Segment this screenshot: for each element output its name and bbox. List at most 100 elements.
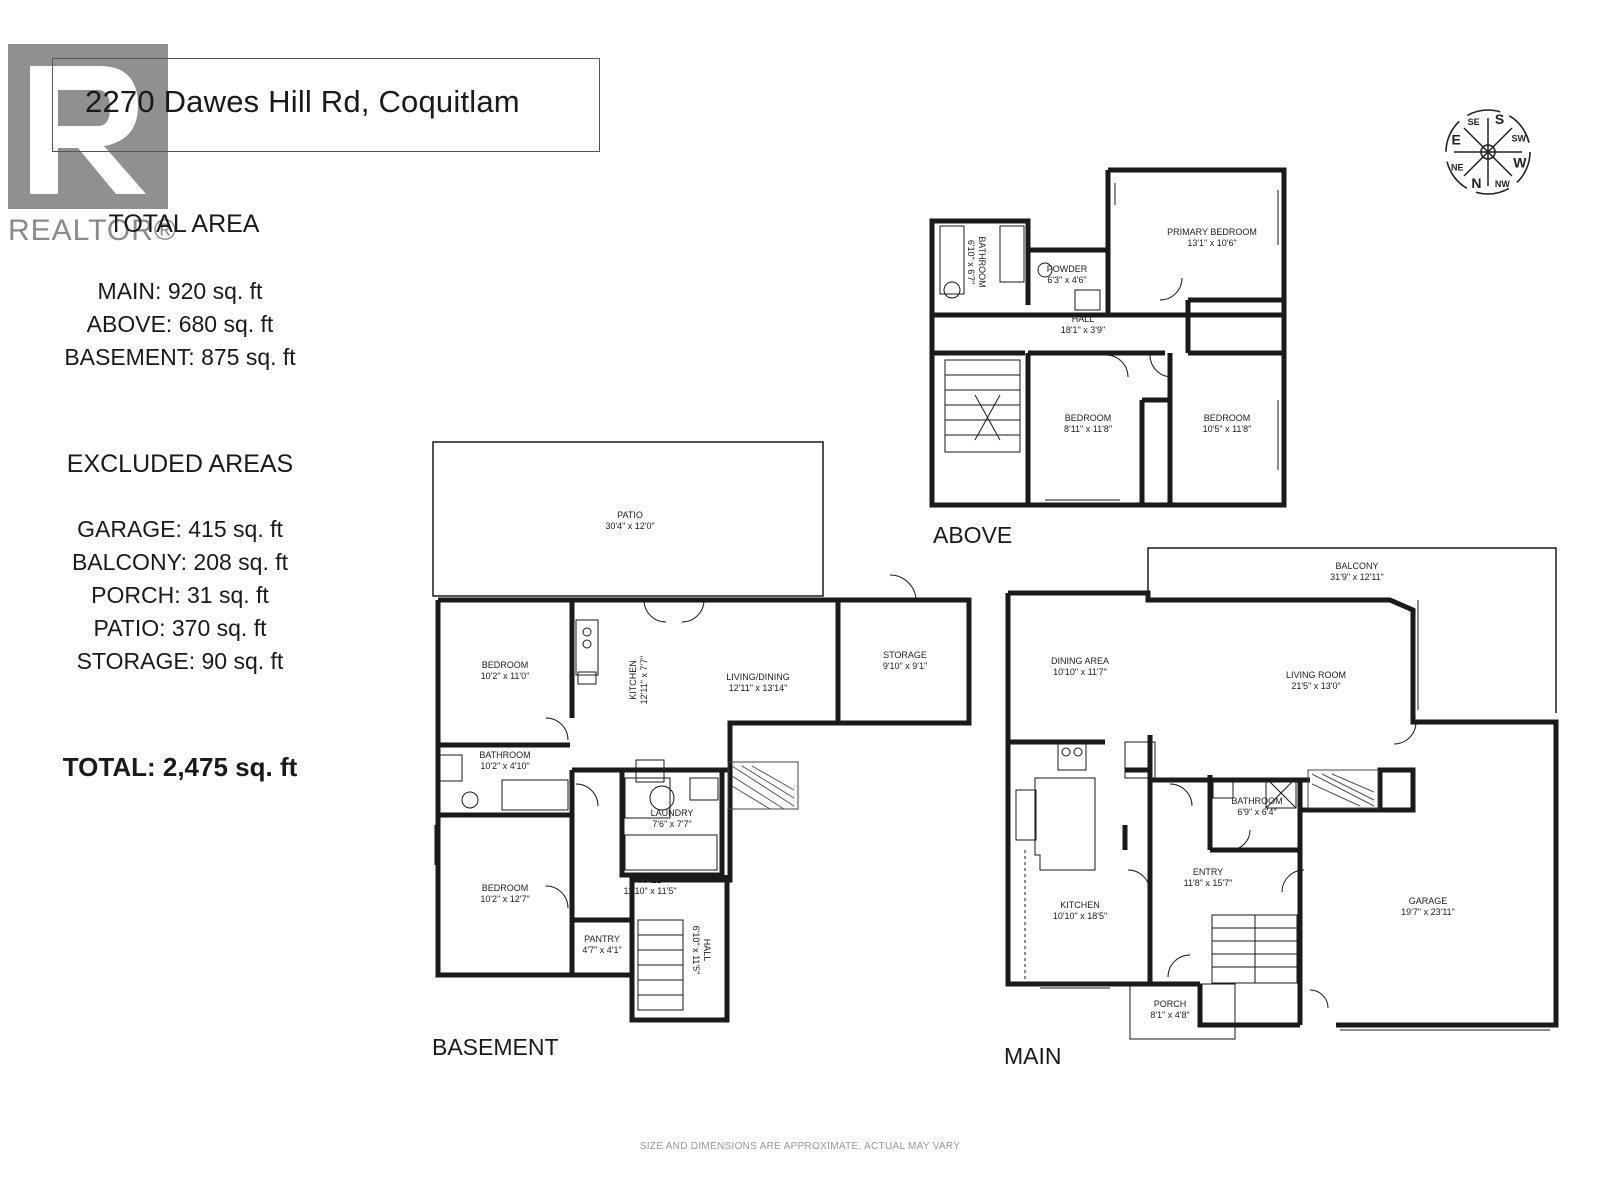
- room-size: 7'6" x 7'7": [652, 819, 691, 829]
- compass-s: S: [1495, 111, 1504, 127]
- excluded-areas-heading: EXCLUDED AREAS: [66, 450, 294, 478]
- room-size: 10'5" x 11'8": [1203, 424, 1252, 434]
- room-size: 13'1" x 10'6": [1187, 238, 1236, 248]
- room-size: 11'8" x 15'7": [1184, 878, 1233, 888]
- compass-n: N: [1471, 175, 1481, 191]
- room-size: 10'2" x 4'10": [480, 761, 529, 771]
- main-floor-walls: [1005, 590, 1559, 1028]
- room-name: BATHROOM: [1231, 796, 1282, 806]
- compass-se: SE: [1468, 117, 1480, 127]
- floor-label-basement: BASEMENT: [432, 1034, 559, 1060]
- compass-sw: SW: [1512, 134, 1527, 144]
- room-name: BATHROOM: [479, 750, 530, 760]
- room-name: LIVING/DINING: [726, 672, 790, 682]
- room-size: 6'10" x 11'5": [691, 926, 701, 975]
- room-name: GARAGE: [1409, 896, 1448, 906]
- room-name: LIVING ROOM: [1286, 670, 1346, 680]
- room-size: 12'11" x 7'7": [639, 656, 649, 705]
- room-size: 6'10" x 6'7": [966, 240, 976, 284]
- room-name: BALCONY: [1335, 561, 1378, 571]
- storage-area: STORAGE: 90 sq. ft: [76, 648, 284, 674]
- compass: N NE E SE S SW WNW: [1445, 109, 1531, 195]
- room-size: 10'2" x 11'0": [481, 671, 530, 681]
- room-name: DINING AREA: [1051, 656, 1109, 666]
- room-size: 10'10" x 18'5": [1053, 911, 1107, 921]
- room-size: 8'11" x 11'8": [1064, 424, 1112, 434]
- room-size: 21'5" x 13'0": [1291, 681, 1340, 691]
- compass-nw: NW: [1495, 179, 1510, 189]
- realtor-logo: [8, 44, 168, 209]
- compass-ne: NE: [1451, 162, 1464, 172]
- porch-area: PORCH: 31 sq. ft: [91, 582, 269, 608]
- room-size: 9'10" x 9'1": [883, 661, 927, 671]
- room-name: BATHROOM: [977, 236, 987, 287]
- room-size: 31'9" x 12'11": [1330, 572, 1384, 582]
- room-size: 10'2" x 12'7": [480, 894, 529, 904]
- room-name: LAUNDRY: [651, 808, 694, 818]
- compass-w: W: [1513, 155, 1527, 171]
- basement-fixtures: [434, 574, 917, 1011]
- room-name: PRIMARY BEDROOM: [1167, 227, 1257, 237]
- address-title: 2270 Dawes Hill Rd, Coquitlam: [85, 84, 520, 119]
- room-size: 4'7" x 4'1": [582, 945, 621, 955]
- room-name: ENTRY: [1193, 867, 1223, 877]
- room-name: STORAGE: [883, 650, 927, 660]
- realtor-watermark-text: REALTOR®: [8, 214, 178, 247]
- room-size: 6'9" x 6'4": [1237, 807, 1276, 817]
- basement-floor-walls: [435, 597, 972, 1023]
- room-name: PORCH: [1154, 999, 1187, 1009]
- room-size: 6'3" x 4'6": [1047, 275, 1086, 285]
- above-floor-walls: [929, 167, 1287, 508]
- room-size: 12'11" x 13'14": [729, 683, 788, 693]
- room-name: HALL: [639, 875, 662, 885]
- room-name: BEDROOM: [482, 883, 529, 893]
- room-name: HALL: [702, 939, 712, 962]
- room-name: POWDER: [1047, 264, 1088, 274]
- balcony-area: BALCONY: 208 sq. ft: [71, 549, 289, 575]
- basement-area: BASEMENT: 875 sq. ft: [64, 344, 296, 370]
- room-name: PATIO: [617, 510, 643, 520]
- balcony-outline: [1147, 547, 1557, 713]
- room-size: 30'4" x 12'0": [605, 521, 654, 531]
- main-area: MAIN: 920 sq. ft: [97, 278, 263, 304]
- room-name: KITCHEN: [1060, 900, 1100, 910]
- total-area: TOTAL: 2,475 sq. ft: [62, 752, 298, 782]
- room-name: BEDROOM: [482, 660, 529, 670]
- room-name: HALL: [1072, 314, 1095, 324]
- patio-outline: [432, 441, 824, 597]
- above-fixtures: [939, 183, 1279, 501]
- compass-e: E: [1451, 131, 1460, 147]
- room-size: 10'10" x 11'7": [1053, 667, 1107, 677]
- floor-label-above: ABOVE: [933, 522, 1013, 548]
- total-area-heading: TOTAL AREA: [108, 210, 260, 238]
- room-name: KITCHEN: [628, 660, 638, 700]
- room-size: 8'1" x 4'8": [1150, 1010, 1189, 1020]
- disclaimer: SIZE AND DIMENSIONS ARE APPROXIMATE, ACT…: [639, 1141, 961, 1152]
- above-area: ABOVE: 680 sq. ft: [86, 311, 274, 337]
- room-size: 19'7" x 23'11": [1401, 907, 1455, 917]
- room-size: 18'1" x 3'9": [1061, 325, 1105, 335]
- patio-area: PATIO: 370 sq. ft: [93, 615, 267, 641]
